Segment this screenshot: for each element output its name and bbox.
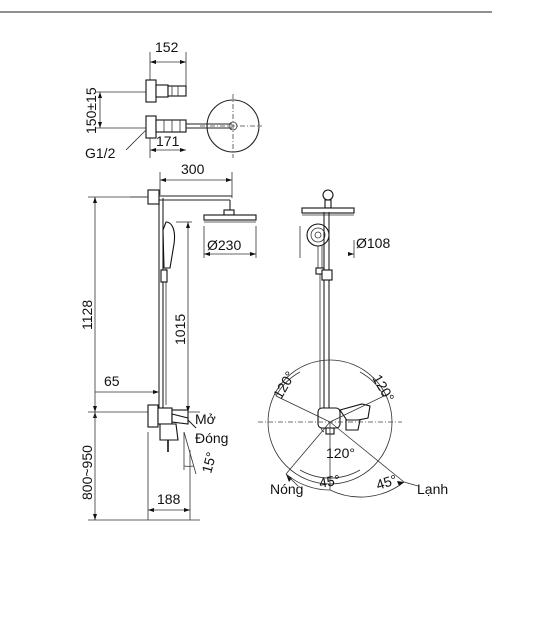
label-hot: Nóng [270,481,303,497]
front-view: Ø108 120° 120° 120° [258,189,448,498]
label-open: Mở [195,411,216,427]
dim-mount: 800~950 [79,445,95,500]
label-close: Đóng [195,430,228,446]
top-view: 152 150±15 171 G1/2 [83,39,262,161]
dim-spacing: 150±15 [83,87,99,134]
dim-width: 152 [155,39,179,55]
angle-cold: 45° [374,471,399,493]
dim-offset: 65 [104,373,120,389]
dim-tilt: 15° [198,450,219,475]
angle-hot: 45° [318,472,342,491]
dim-height: 1128 [79,300,95,330]
label-cold: Lạnh [417,481,448,497]
angle-right: 120° [369,372,397,405]
angle-bottom: 120° [326,445,355,461]
dim-handshower: Ø108 [356,235,390,251]
dim-column: 1015 [172,314,188,345]
dim-head: Ø230 [207,237,241,253]
angle-left: 120° [270,368,298,401]
hand-shower-face [306,223,330,247]
dim-projection: 188 [157,491,181,507]
dim-arm: 300 [181,161,205,177]
thread-label: G1/2 [85,145,116,161]
side-view: 300 Ø230 1128 [79,161,257,521]
dim-depth: 171 [156,133,180,149]
